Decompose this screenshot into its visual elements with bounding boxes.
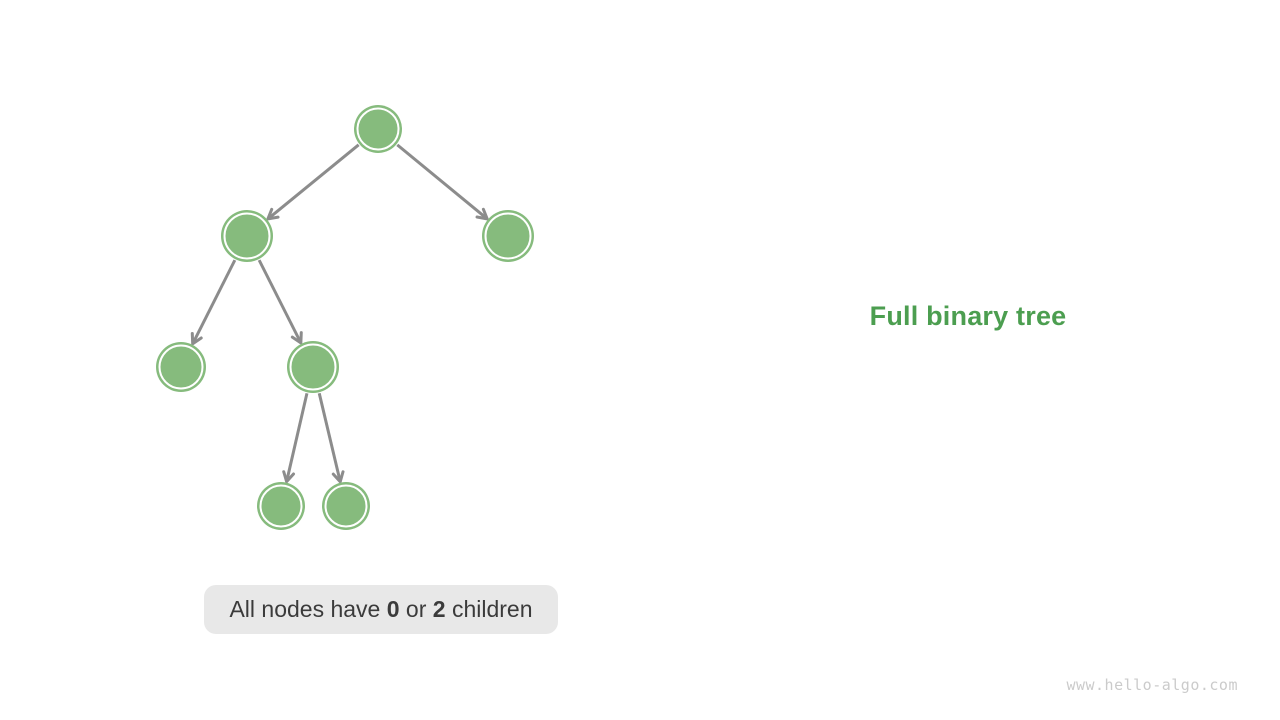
caption-number-zero: 0 — [386, 596, 400, 622]
tree-edge — [282, 392, 309, 484]
tree-node — [156, 342, 206, 392]
tree-node — [257, 482, 305, 530]
tree-edge — [257, 259, 303, 345]
tree-node — [221, 210, 273, 262]
watermark: www.hello-algo.com — [1066, 676, 1238, 694]
tree-node — [482, 210, 534, 262]
caption-number-two: 2 — [432, 596, 446, 622]
tree-node — [287, 341, 339, 393]
tree-edge — [396, 143, 489, 221]
caption-pill: All nodes have 0 or 2 children — [204, 585, 558, 634]
tree-node — [354, 105, 402, 153]
tree-edge — [190, 259, 237, 346]
caption-text-middle: or — [399, 596, 433, 622]
caption-text-suffix: children — [445, 596, 533, 622]
tree-edge — [317, 392, 345, 484]
tree-edge — [266, 143, 360, 221]
tree-node — [322, 482, 370, 530]
caption-text-prefix: All nodes have — [229, 596, 387, 622]
diagram-title: Full binary tree — [869, 301, 1067, 331]
